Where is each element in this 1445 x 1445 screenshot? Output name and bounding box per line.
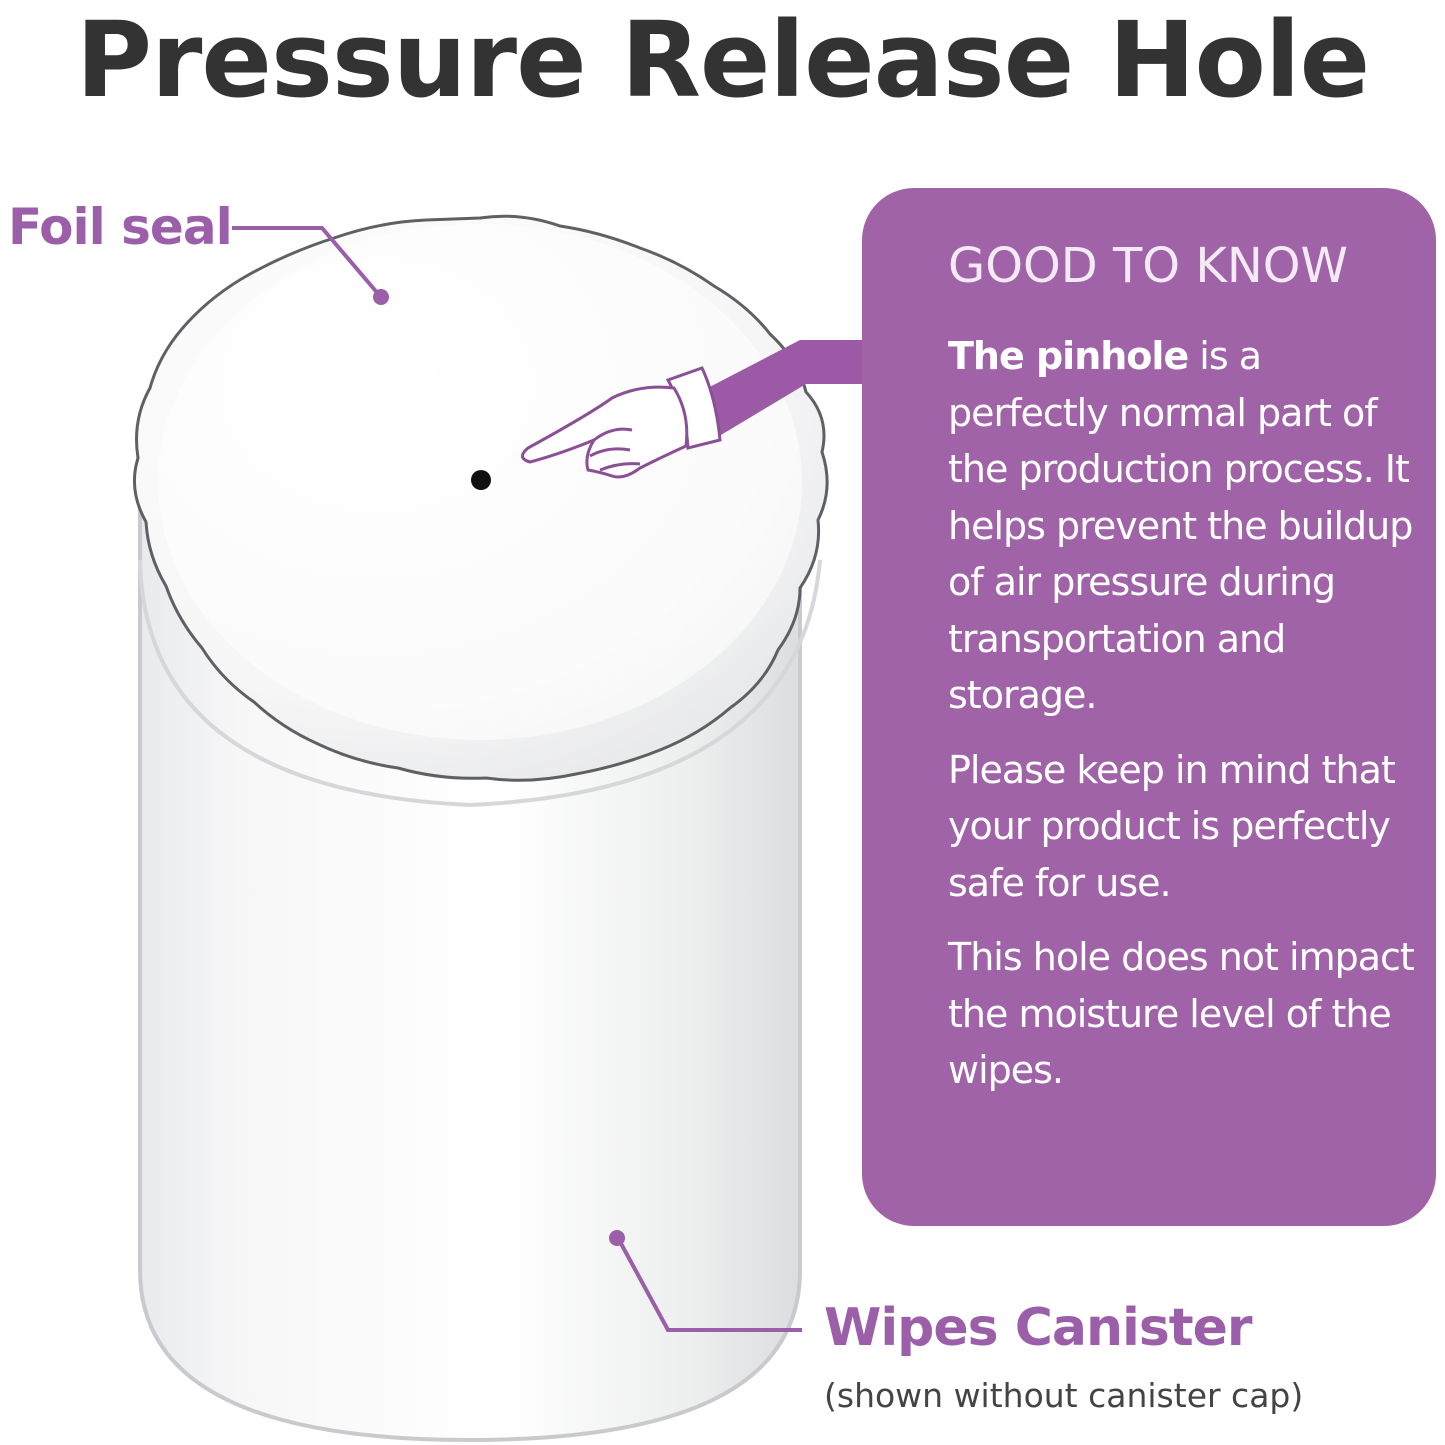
info-paragraph-1-text: is a perfectly normal part of the produc… (948, 334, 1413, 717)
pointing-hand-icon (521, 340, 862, 479)
canister-leader (609, 1230, 802, 1332)
pinhole (471, 470, 491, 490)
canister-rim (138, 559, 822, 808)
foil-seal-leader (232, 226, 389, 305)
canister-label: Wipes Canister (824, 1298, 1253, 1358)
info-paragraph-2: Please keep in mind that your product is… (948, 747, 1396, 905)
page-title: Pressure Release Hole (75, 0, 1370, 121)
canister-note: (shown without canister cap) (824, 1376, 1304, 1415)
info-paragraph-3: This hole does not impact the moisture l… (948, 935, 1415, 1092)
info-box: GOOD TO KNOW The pinhole is a perfectly … (862, 188, 1436, 1226)
info-paragraph-1: The pinhole is a perfectly normal part o… (948, 328, 1416, 724)
foil-seal-label: Foil seal (8, 198, 233, 256)
info-paragraph-1-bold: The pinhole (948, 334, 1189, 378)
info-heading: GOOD TO KNOW (948, 238, 1348, 294)
